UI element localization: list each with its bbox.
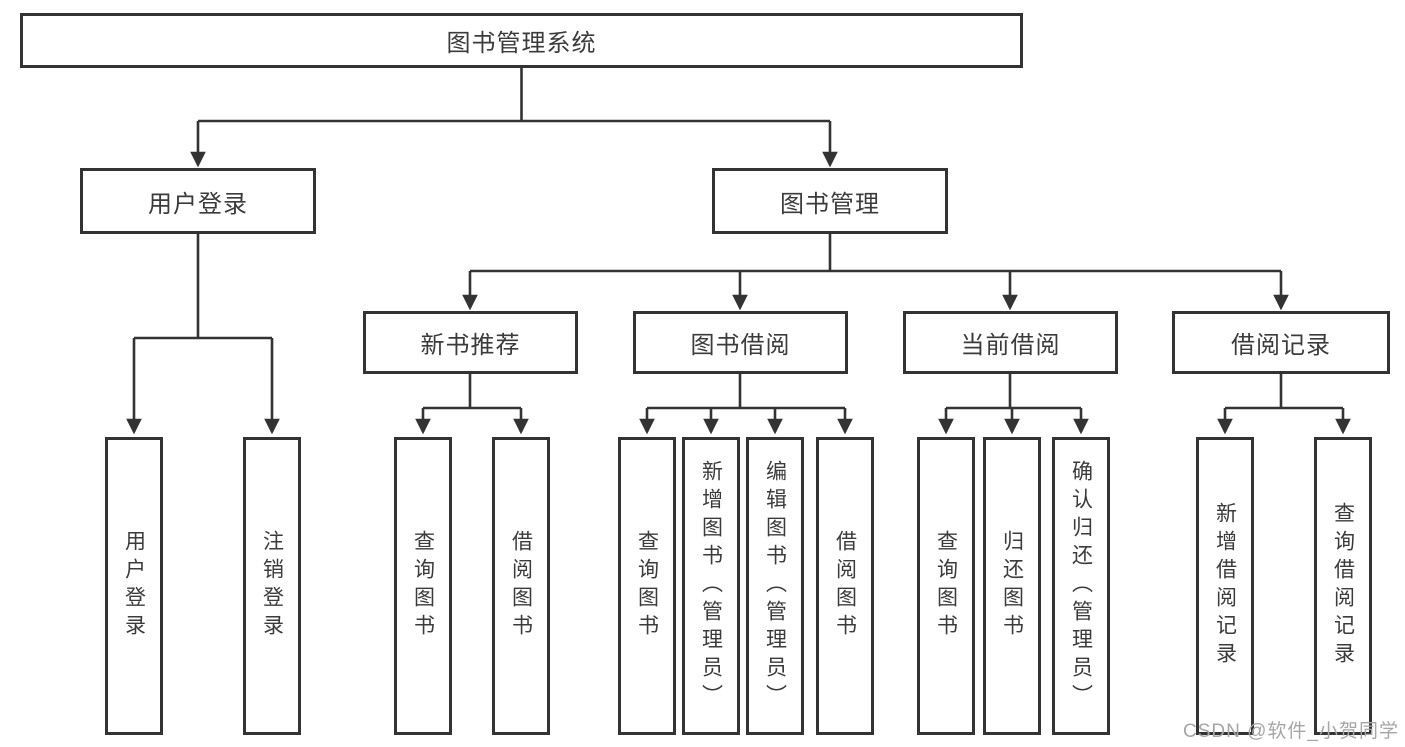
node-book-borrow: 图书借阅 (633, 311, 848, 374)
leaf-label: 查询图书 (411, 530, 435, 642)
leaf-edit-books-admin: 编辑图书（管理员） (746, 437, 804, 735)
leaf-recommend-borrow-books: 借阅图书 (492, 437, 550, 735)
node-label: 借阅记录 (1231, 332, 1331, 359)
leaf-confirm-return-admin: 确认归还（管理员） (1052, 437, 1110, 735)
node-user-login: 用户登录 (80, 168, 316, 234)
leaf-query-borrow-record: 查询借阅记录 (1314, 437, 1372, 735)
leaf-label: 借阅图书 (833, 530, 857, 642)
leaf-label: 编辑图书（管理员） (763, 460, 787, 712)
leaf-label: 查询借阅记录 (1331, 502, 1355, 670)
node-label: 图书管理 (780, 190, 880, 218)
leaf-label: 新增图书（管理员） (699, 460, 723, 712)
node-label: 当前借阅 (960, 332, 1061, 359)
leaf-logout: 注销登录 (243, 437, 301, 735)
node-label: 图书管理系统 (446, 30, 597, 57)
leaf-label: 用户登录 (122, 530, 146, 642)
leaf-label: 注销登录 (260, 530, 284, 642)
watermark: CSDN @软件_小贺同学 (1183, 721, 1399, 742)
leaf-label: 归还图书 (1000, 530, 1024, 642)
leaf-borrow-borrow-books: 借阅图书 (816, 437, 874, 735)
leaf-label: 查询图书 (635, 530, 659, 642)
node-book-management: 图书管理 (712, 168, 948, 234)
leaf-label: 借阅图书 (509, 530, 533, 642)
leaf-label: 查询图书 (934, 530, 958, 642)
node-library-management-system: 图书管理系统 (20, 13, 1023, 68)
leaf-return-books: 归还图书 (983, 437, 1041, 735)
leaf-user-login: 用户登录 (105, 437, 163, 735)
node-new-book-recommend: 新书推荐 (363, 311, 578, 374)
leaf-borrow-query-books: 查询图书 (618, 437, 676, 735)
leaf-add-books-admin: 新增图书（管理员） (682, 437, 740, 735)
node-label: 新书推荐 (420, 332, 521, 359)
node-borrow-records: 借阅记录 (1172, 311, 1390, 374)
leaf-label: 新增借阅记录 (1213, 502, 1237, 670)
node-label: 用户登录 (148, 190, 248, 218)
node-label: 图书借阅 (690, 332, 791, 359)
node-current-borrow: 当前借阅 (903, 311, 1118, 374)
leaf-recommend-query-books: 查询图书 (394, 437, 452, 735)
leaf-add-borrow-record: 新增借阅记录 (1196, 437, 1254, 735)
leaf-current-query-books: 查询图书 (917, 437, 975, 735)
leaf-label: 确认归还（管理员） (1069, 460, 1093, 712)
